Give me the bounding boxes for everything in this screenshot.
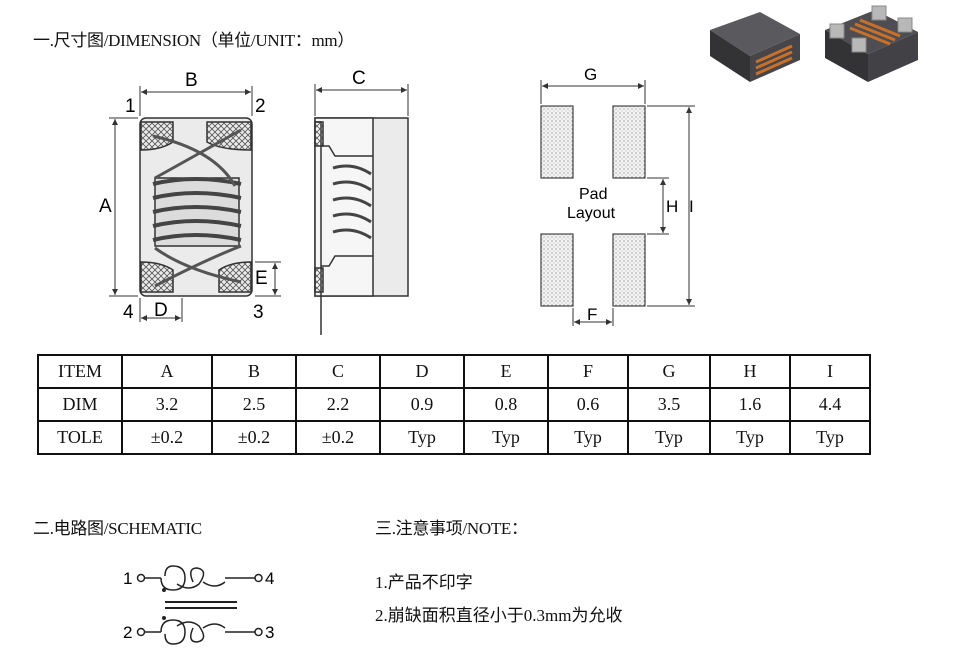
pad-layout-line2: Layout: [567, 205, 616, 222]
table-row: DIM 3.2 2.5 2.2 0.9 0.8 0.6 3.5 1.6 4.4: [37, 387, 871, 422]
pad-layout-line1: Pad: [579, 186, 607, 203]
table-cell: Typ: [463, 420, 549, 455]
side-view: [314, 117, 409, 335]
schematic-diagram: 1 4 2 3: [123, 565, 274, 645]
table-cell: Typ: [789, 420, 871, 455]
table-header-row: ITEM A B C D E F G H I: [37, 354, 871, 389]
table-cell: D: [379, 354, 465, 389]
table-cell: Typ: [379, 420, 465, 455]
pin-label-2: 2: [255, 96, 266, 117]
table-cell: ±0.2: [211, 420, 297, 455]
table-cell: A: [121, 354, 213, 389]
table-cell: 1.6: [709, 387, 791, 422]
dimension-drawing: B A D E 1 2 3 4 C: [99, 65, 695, 335]
table-cell: E: [463, 354, 549, 389]
pin-label-4: 4: [123, 302, 134, 323]
table-cell: DIM: [37, 387, 123, 422]
polarity-dot-bottom: [162, 616, 166, 620]
product-photo: [710, 5, 918, 82]
schematic-pin-4: 4: [265, 569, 274, 588]
dim-label-h: H: [666, 197, 678, 216]
table-cell: I: [789, 354, 871, 389]
table-cell: H: [709, 354, 791, 389]
table-cell: Typ: [627, 420, 711, 455]
table-cell: 2.2: [295, 387, 381, 422]
table-cell: C: [295, 354, 381, 389]
section-note-title: 三.注意事项/NOTE：: [375, 519, 528, 538]
table-cell: TOLE: [37, 420, 123, 455]
dimension-table: ITEM A B C D E F G H I DIM 3.2 2.5 2.2 0…: [37, 354, 871, 455]
table-cell: 3.5: [627, 387, 711, 422]
polarity-dot-top: [162, 588, 166, 592]
table-cell: 4.4: [789, 387, 871, 422]
dim-label-i: I: [689, 197, 694, 216]
table-cell: F: [547, 354, 629, 389]
pin-label-1: 1: [125, 96, 136, 117]
note-item-1: 1.产品不印字: [375, 573, 473, 592]
table-cell: G: [627, 354, 711, 389]
table-cell: 0.9: [379, 387, 465, 422]
section-schematic-title: 二.电路图/SCHEMATIC: [33, 519, 202, 538]
table-cell: B: [211, 354, 297, 389]
table-cell: ±0.2: [121, 420, 213, 455]
schematic-pin-3: 3: [265, 623, 274, 642]
section-dimension-title: 一.尺寸图/DIMENSION（单位/UNIT：mm）: [33, 31, 355, 50]
schematic-pin-1: 1: [123, 569, 132, 588]
table-cell: ITEM: [37, 354, 123, 389]
table-cell: 3.2: [121, 387, 213, 422]
front-view: [139, 117, 253, 297]
dim-label-b: B: [185, 70, 198, 91]
table-row: TOLE ±0.2 ±0.2 ±0.2 Typ Typ Typ Typ Typ …: [37, 420, 871, 455]
dim-label-g: G: [584, 65, 597, 84]
table-cell: 0.8: [463, 387, 549, 422]
dim-label-a: A: [99, 196, 112, 217]
dim-label-e: E: [255, 268, 268, 289]
dim-label-d: D: [154, 300, 168, 321]
dim-label-c: C: [352, 68, 366, 89]
schematic-pin-2: 2: [123, 623, 132, 642]
pad-layout: [540, 105, 646, 307]
note-item-2: 2.崩缺面积直径小于0.3mm为允收: [375, 606, 623, 625]
table-cell: 0.6: [547, 387, 629, 422]
table-cell: ±0.2: [295, 420, 381, 455]
table-cell: Typ: [709, 420, 791, 455]
pin-label-3: 3: [253, 302, 264, 323]
table-cell: 2.5: [211, 387, 297, 422]
dim-label-f: F: [587, 305, 597, 324]
table-cell: Typ: [547, 420, 629, 455]
